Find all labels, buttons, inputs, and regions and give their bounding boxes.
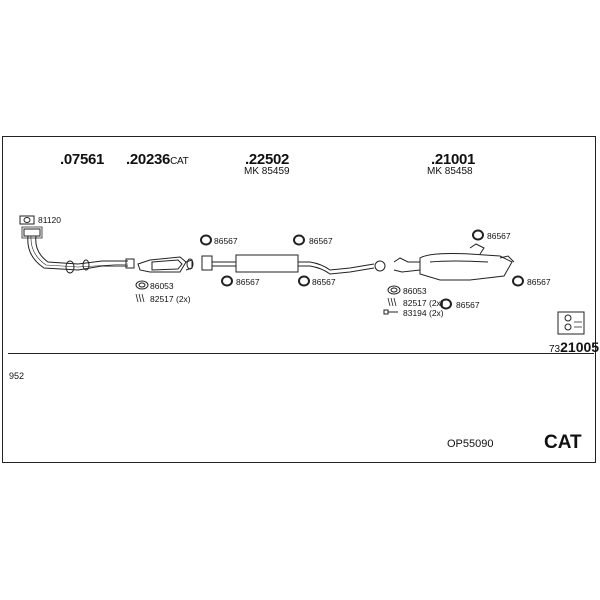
part-number-21001: .21001 — [431, 151, 476, 168]
callout-86567: 86567 — [527, 277, 551, 287]
part-number-20236: .20236CAT — [126, 151, 189, 168]
clamp-icons — [135, 293, 397, 307]
middle-silencer-icon — [201, 254, 386, 275]
callout-86567: 86567 — [487, 231, 511, 241]
mk-85458: MK 85458 — [427, 166, 473, 177]
callout-86053: 86053 — [403, 286, 427, 296]
callout-86567: 86567 — [309, 236, 333, 246]
kit-symbol-icon — [557, 311, 585, 335]
category-label: CAT — [544, 432, 582, 453]
cat-suffix: CAT — [170, 156, 189, 167]
rubber-ring-icons — [200, 229, 524, 310]
callout-86567: 86567 — [214, 236, 238, 246]
callout-82517: 82517 (2x) — [403, 298, 444, 308]
callout-82517: 82517 (2x) — [150, 294, 191, 304]
kit-code: OP55090 — [447, 438, 494, 450]
kit-number: 7321005 — [549, 340, 599, 356]
mk-85459: MK 85459 — [244, 166, 290, 177]
diagram-frame — [2, 136, 596, 463]
catalytic-converter-icon — [137, 256, 194, 273]
divider-line — [8, 353, 594, 354]
rear-silencer-icon — [393, 243, 515, 281]
bolt-icon — [383, 309, 398, 315]
callout-86567: 86567 — [456, 300, 480, 310]
part-number-22502: .22502 — [245, 151, 290, 168]
callout-83194: 83194 (2x) — [403, 308, 444, 318]
callout-86053: 86053 — [150, 281, 174, 291]
kit-prefix: 73 — [549, 344, 561, 355]
callout-81120: 81120 — [38, 215, 62, 225]
flange-gasket-icon — [19, 215, 35, 225]
front-pipe-icon — [21, 226, 135, 274]
part-number-07561: .07561 — [60, 151, 105, 168]
callout-86567: 86567 — [312, 277, 336, 287]
callout-86567: 86567 — [236, 277, 260, 287]
gasket-icons — [135, 280, 401, 295]
kit-main-number: 21005 — [560, 339, 600, 355]
code-952: 952 — [9, 371, 25, 381]
